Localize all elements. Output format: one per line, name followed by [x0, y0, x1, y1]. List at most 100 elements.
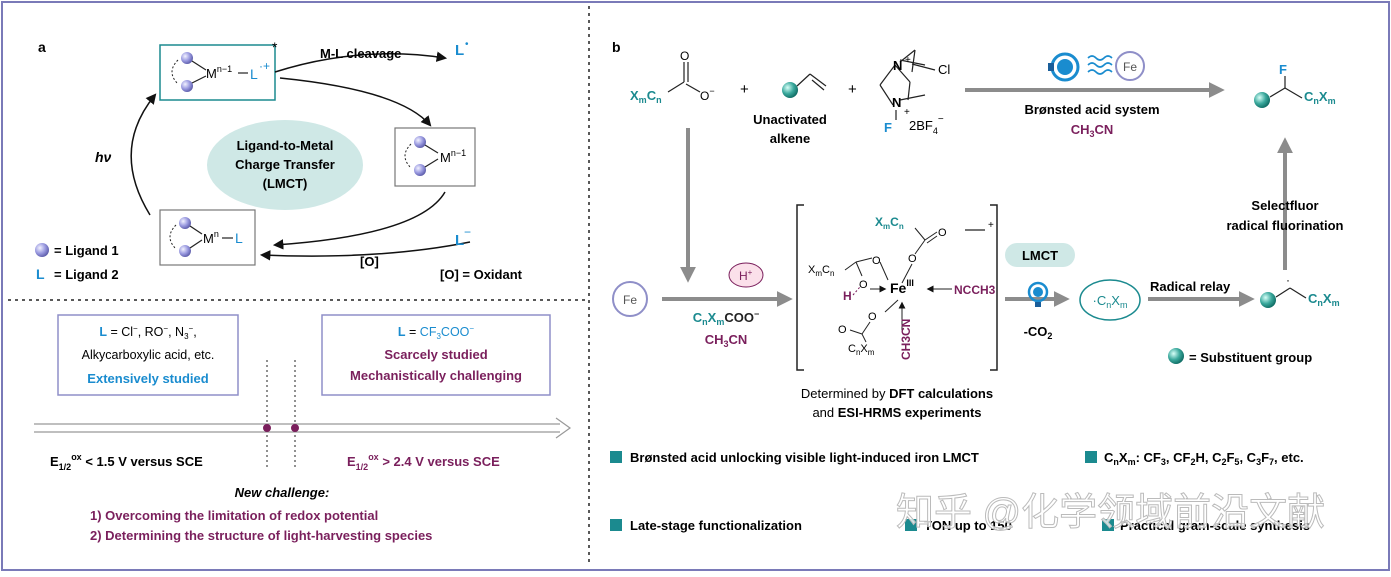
radical-relay-label: Radical relay: [1150, 279, 1231, 294]
radical-cation-mark: ·+: [259, 59, 270, 73]
ml-cleavage-label: M-L cleavage: [320, 46, 401, 61]
fe-catalyst-icon: Fe: [1115, 51, 1145, 81]
lmct-ellipse: [207, 120, 363, 210]
excited-star: *: [272, 39, 278, 55]
svg-text:·: ·: [1286, 273, 1290, 287]
svg-text:O: O: [938, 227, 947, 239]
bond: [424, 144, 439, 154]
bullet-2: CnXm: CF3, CF2H, C2F5, C3F7, etc.: [1104, 450, 1304, 467]
bronsted-label: Brønsted acid system: [1024, 102, 1159, 117]
lmct-pill-label: LMCT: [1022, 248, 1058, 263]
chelate-dash: [171, 59, 179, 85]
ligand-sphere: [414, 136, 426, 148]
bullet-square: [905, 519, 917, 531]
alkyl-radical-structure: · CnXm: [1260, 273, 1340, 308]
svg-text:O−: O−: [700, 86, 715, 103]
lmct-line-2: Charge Transfer: [235, 157, 335, 172]
plus-sign: +: [848, 81, 857, 98]
svg-text:Cl: Cl: [938, 62, 950, 77]
dft-line-1: Determined by DFT calculations: [801, 386, 993, 401]
common-ligands-box: [57, 314, 239, 396]
co2-label: -CO2: [1024, 324, 1053, 341]
oxidant-arrow-label: [O]: [360, 254, 379, 269]
fe-circle-label: Fe: [623, 293, 637, 307]
iron-complex-structure: XmCn O O XmCn O O H FeIII NCCH3 O O CnXm…: [808, 215, 996, 360]
ligand-L: L: [250, 66, 258, 82]
substituent-legend: = Substituent group: [1189, 350, 1312, 365]
ligand-sphere: [181, 52, 193, 64]
svg-text:F: F: [884, 120, 892, 135]
radical-label: ·CnXm: [1093, 293, 1128, 310]
lmct-pill: [1005, 243, 1075, 267]
radical-pill: [1079, 279, 1141, 321]
svg-text:O: O: [838, 324, 847, 336]
light-bulb-icon: [1027, 281, 1049, 307]
cf3coo-line-3: Mechanistically challenging: [350, 368, 522, 383]
svg-text:O: O: [908, 253, 917, 265]
svg-text:XmCn: XmCn: [808, 264, 834, 278]
bullet-square: [610, 519, 622, 531]
bond: [191, 60, 207, 71]
reduced-metal-box: [394, 127, 476, 187]
oxidation-arrow: [259, 241, 471, 261]
svg-text:XmCn: XmCn: [630, 88, 662, 105]
svg-text:CnXm: CnXm: [1304, 89, 1336, 106]
selectfluor-label-2: radical fluorination: [1226, 218, 1343, 233]
L-radical: L: [455, 42, 464, 59]
lmct-line-1: Ligand-to-Metal: [237, 138, 334, 153]
ligand2-legend-L: L: [36, 266, 45, 282]
selectfluor-structure: N + N + Cl F 2BF4−: [879, 49, 950, 136]
L-anion: L: [455, 232, 464, 249]
common-ligands-line-3: Extensively studied: [87, 371, 208, 386]
bullet-4: TON up to 150: [924, 518, 1012, 533]
bracket-right: [990, 204, 998, 371]
svg-text:O: O: [872, 255, 881, 267]
excited-complex-box: [159, 44, 276, 101]
svg-text:NCCH3: NCCH3: [954, 283, 996, 297]
svg-text:O: O: [680, 49, 689, 63]
challenge-2: 2) Determining the structure of light-ha…: [90, 528, 432, 543]
ligand2-legend: = Ligand 2: [54, 267, 119, 282]
fe-circle: [612, 281, 648, 317]
svg-text:N: N: [893, 58, 902, 73]
bond: [189, 225, 203, 235]
cycle-arrow-right: [272, 191, 446, 250]
svg-text:Fe: Fe: [1123, 60, 1137, 74]
ml-cleavage-arrow: [274, 51, 448, 73]
potential-axis-arrow: [555, 417, 572, 439]
unactivated-label: Unactivated: [753, 112, 827, 127]
bond: [191, 75, 207, 84]
product-structure: F CnXm: [1254, 62, 1336, 108]
bullet-1: Brønsted acid unlocking visible light-in…: [630, 450, 979, 465]
cycle-arrow-top: [279, 77, 432, 127]
complex-charge: +: [988, 220, 994, 231]
solvent-top-label: CH3CN: [1071, 122, 1114, 139]
panel-b-label: b: [612, 39, 621, 55]
light-bulb-icon: [1048, 52, 1080, 82]
bullet-3: Late-stage functionalization: [630, 518, 802, 533]
e-low-label: E1/2ox < 1.5 V versus SCE: [50, 452, 203, 472]
ligand1-legend-sphere: [35, 243, 49, 257]
svg-text:N: N: [892, 95, 901, 110]
substituent-legend-sphere: [1168, 348, 1184, 364]
watermark: 知乎 @化学领域前沿文献: [896, 492, 1325, 534]
panel-a-label: a: [38, 39, 46, 55]
carboxylate-structure: XmCn O O−: [630, 49, 715, 105]
oxidant-legend: [O] = Oxidant: [440, 267, 523, 282]
svg-text:CH3CN: CH3CN: [899, 319, 913, 360]
challenge-title: New challenge:: [235, 485, 330, 500]
reagent-2: CH3CN: [705, 332, 748, 349]
chelate-dash: [169, 224, 177, 250]
ligand-sphere: [179, 245, 191, 257]
radical-dot: •: [465, 39, 469, 50]
svg-text:2BF4−: 2BF4−: [909, 114, 944, 136]
common-ligands-line-2: Alkycarboxylic acid, etc.: [82, 348, 215, 362]
cf3coo-line-2: Scarcely studied: [384, 347, 487, 362]
proton-bubble: [728, 262, 764, 288]
chelate-dash: [404, 143, 412, 169]
ligand-sphere: [181, 80, 193, 92]
plus-sign: +: [740, 81, 749, 98]
bond: [189, 239, 203, 249]
